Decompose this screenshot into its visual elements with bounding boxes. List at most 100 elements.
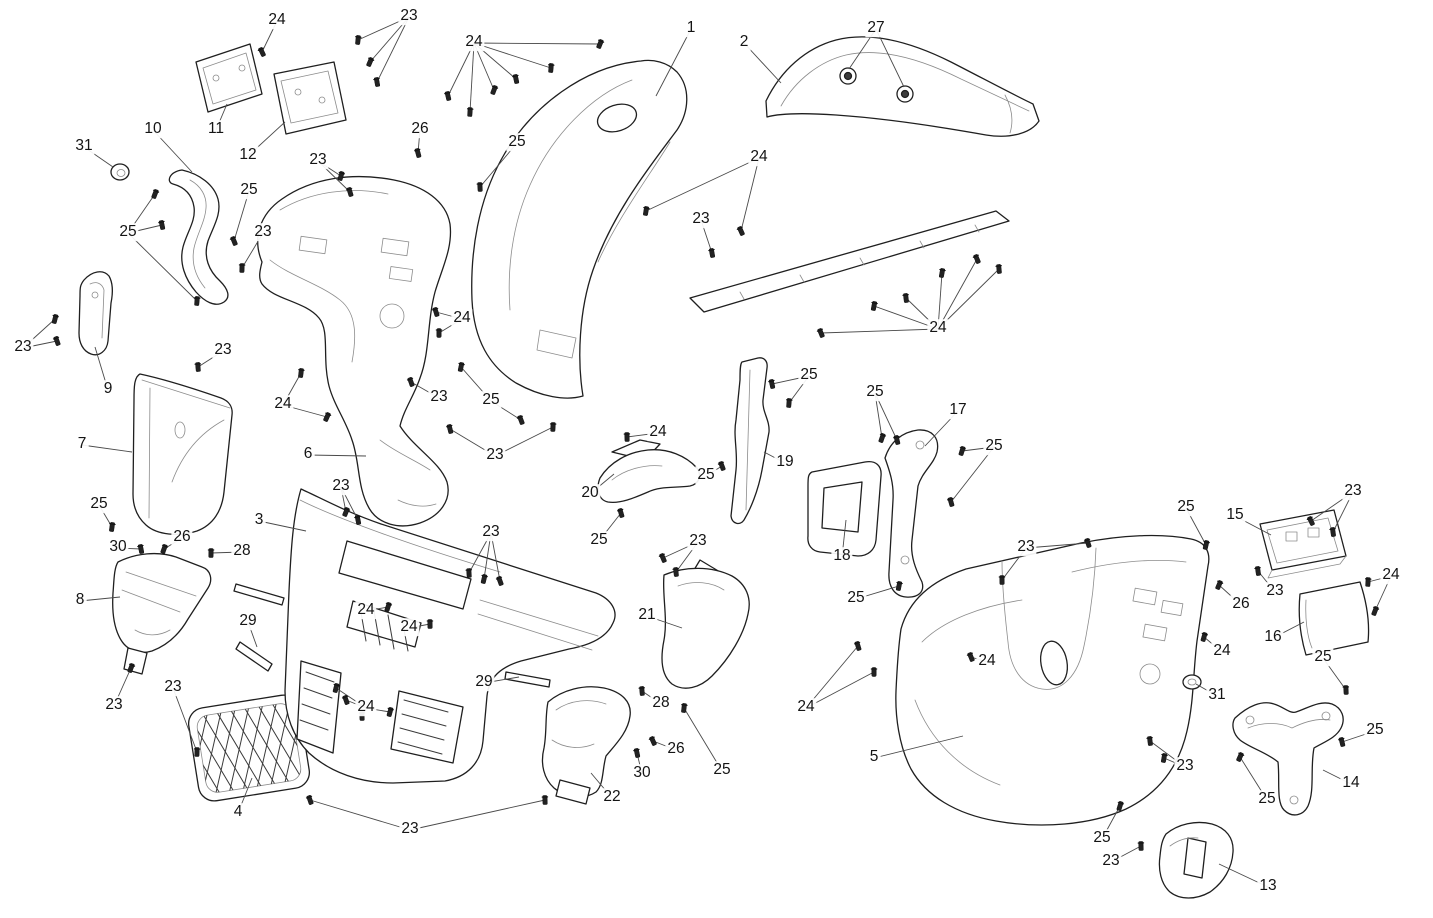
leader-line bbox=[645, 157, 760, 212]
screw-icon bbox=[1116, 801, 1125, 811]
callout-label-24: 24 bbox=[355, 601, 377, 620]
callout-label-21: 21 bbox=[636, 606, 658, 625]
leader-line bbox=[127, 232, 198, 302]
screw-icon bbox=[512, 74, 520, 84]
screw-icon bbox=[137, 544, 145, 554]
callout-label-25: 25 bbox=[117, 223, 139, 242]
part-31-grommet-left bbox=[110, 163, 130, 181]
part-15-mount-plate-right bbox=[1259, 509, 1347, 579]
screw-icon bbox=[658, 553, 667, 563]
callout-label-23: 23 bbox=[330, 477, 352, 496]
screw-icon bbox=[476, 182, 484, 192]
leader-line bbox=[740, 157, 760, 232]
callout-label-23: 23 bbox=[484, 446, 506, 465]
part-6-inner-support bbox=[257, 175, 452, 527]
screw-icon bbox=[893, 435, 901, 445]
screw-icon bbox=[341, 695, 350, 705]
part-8-lower-bracket bbox=[112, 552, 212, 675]
screw-icon bbox=[995, 264, 1002, 274]
callout-label-28: 28 bbox=[650, 694, 672, 713]
callout-label-23: 23 bbox=[398, 7, 420, 26]
callout-label-24: 24 bbox=[976, 652, 998, 671]
part-19-vertical-strip bbox=[730, 357, 770, 525]
screw-icon bbox=[616, 508, 625, 518]
screw-icon bbox=[194, 362, 201, 372]
screw-icon bbox=[1338, 737, 1346, 747]
screw-icon bbox=[1329, 527, 1336, 537]
screw-icon bbox=[384, 602, 393, 612]
screw-icon bbox=[1342, 685, 1350, 695]
callout-label-6: 6 bbox=[301, 445, 315, 464]
screw-icon bbox=[414, 148, 422, 158]
callout-label-12: 12 bbox=[237, 146, 259, 165]
leader-line bbox=[469, 42, 475, 113]
callout-label-24: 24 bbox=[355, 698, 377, 717]
screw-icon bbox=[1254, 566, 1261, 576]
screw-icon bbox=[633, 748, 641, 758]
callout-label-23: 23 bbox=[12, 338, 34, 357]
screw-icon bbox=[736, 226, 745, 236]
callout-label-25: 25 bbox=[1256, 790, 1278, 809]
callout-label-25: 25 bbox=[1312, 648, 1334, 667]
screw-icon bbox=[1200, 632, 1209, 642]
callout-label-24: 24 bbox=[1211, 642, 1233, 661]
screw-icon bbox=[345, 187, 354, 197]
leader-line bbox=[233, 190, 250, 242]
part-11-mount-plate bbox=[195, 43, 263, 113]
callout-label-25: 25 bbox=[88, 495, 110, 514]
callout-label-23: 23 bbox=[687, 532, 709, 551]
leader-line bbox=[79, 596, 121, 602]
screw-icon bbox=[972, 254, 981, 264]
callout-label-25: 25 bbox=[1364, 721, 1386, 740]
screw-icon bbox=[109, 522, 116, 532]
screw-icon bbox=[708, 248, 716, 258]
callout-label-18: 18 bbox=[831, 547, 853, 566]
callout-label-16: 16 bbox=[1262, 628, 1284, 647]
screw-icon bbox=[681, 703, 688, 713]
screw-icon bbox=[1146, 736, 1153, 746]
part-10-support-bracket bbox=[168, 169, 229, 305]
part-side-trim-rail bbox=[689, 210, 1010, 313]
callout-label-26: 26 bbox=[665, 740, 687, 759]
leader-line bbox=[875, 28, 905, 88]
callout-label-25: 25 bbox=[695, 466, 717, 485]
part-17-tall-bracket bbox=[884, 429, 939, 598]
leader-line bbox=[950, 446, 995, 503]
screw-icon bbox=[1306, 516, 1315, 526]
screw-icon bbox=[257, 47, 266, 57]
screw-icon bbox=[238, 263, 246, 273]
callout-label-2: 2 bbox=[737, 33, 751, 52]
leader-line bbox=[409, 799, 546, 831]
callout-label-27: 27 bbox=[865, 19, 887, 38]
screw-icon bbox=[158, 220, 166, 230]
screw-icon bbox=[426, 619, 434, 629]
part-14-y-bracket bbox=[1232, 702, 1344, 816]
screw-icon bbox=[1364, 577, 1372, 587]
callout-label-11: 11 bbox=[205, 120, 227, 139]
callout-label-30: 30 bbox=[107, 538, 129, 557]
part-18-center-bracket bbox=[807, 460, 882, 557]
screw-icon bbox=[643, 206, 650, 216]
screw-icon bbox=[51, 314, 59, 324]
callout-label-23: 23 bbox=[428, 388, 450, 407]
screw-icon bbox=[386, 707, 394, 717]
screw-icon bbox=[717, 461, 726, 471]
leader-line bbox=[258, 520, 307, 532]
screw-icon bbox=[946, 497, 955, 507]
leader-line bbox=[805, 645, 859, 709]
screw-icon bbox=[366, 57, 375, 67]
screw-icon bbox=[457, 362, 465, 372]
leader-line bbox=[172, 687, 198, 753]
screw-icon bbox=[638, 686, 645, 696]
screw-icon bbox=[1160, 753, 1168, 763]
callout-label-4: 4 bbox=[231, 803, 245, 822]
screw-icon bbox=[298, 368, 305, 378]
part-27-grommets bbox=[839, 67, 914, 103]
leader-line bbox=[655, 28, 692, 97]
screw-icon bbox=[332, 683, 340, 693]
callout-label-24: 24 bbox=[1380, 566, 1402, 585]
part-7-left-panel bbox=[132, 373, 233, 536]
callout-label-13: 13 bbox=[1257, 877, 1279, 896]
callout-label-17: 17 bbox=[947, 401, 969, 420]
screw-icon bbox=[596, 39, 605, 49]
